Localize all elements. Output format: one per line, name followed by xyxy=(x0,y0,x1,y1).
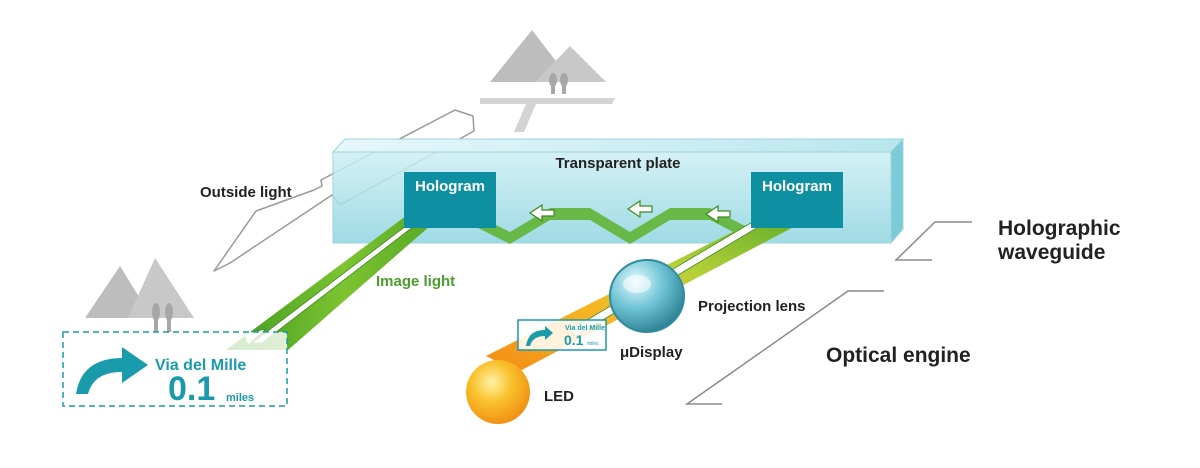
micro-display-street: Via del Mille xyxy=(565,325,605,332)
projection-lens-label: Projection lens xyxy=(698,298,806,315)
navigation-display: Via del Mille 0.1 miles xyxy=(62,331,288,408)
arrow-icon xyxy=(528,203,555,223)
micro-display-unit: miles xyxy=(587,341,599,347)
road-icon xyxy=(480,98,615,132)
hologram-right: Hologram xyxy=(751,172,843,228)
mountain-icon xyxy=(128,258,194,318)
image-light-label: Image light xyxy=(376,273,455,290)
led-label: LED xyxy=(544,388,574,405)
holographic-waveguide-label-line2: waveguide xyxy=(997,241,1105,264)
background-scene-left xyxy=(85,258,194,332)
arrow-icon xyxy=(626,199,653,219)
nav-street-name: Via del Mille xyxy=(155,357,246,374)
micro-display-distance: 0.1 xyxy=(564,332,584,348)
optical-engine-bracket xyxy=(684,290,884,405)
transparent-plate-label: Transparent plate xyxy=(555,155,680,172)
nav-distance: 0.1 xyxy=(168,370,215,408)
nav-distance-unit: miles xyxy=(226,392,254,404)
projection-lens xyxy=(609,259,685,333)
hologram-right-label: Hologram xyxy=(762,178,832,195)
background-scene-top xyxy=(480,30,615,132)
turn-arrow-icon xyxy=(76,347,148,394)
holographic-waveguide-label-line1: Holographic xyxy=(998,217,1121,240)
led xyxy=(466,360,530,424)
turn-arrow-icon xyxy=(526,326,553,346)
hologram-left-label: Hologram xyxy=(415,178,485,195)
optical-engine-label: Optical engine xyxy=(826,344,971,367)
arrow-icon xyxy=(704,204,731,224)
micro-display: Via del Mille 0.1 miles xyxy=(517,319,607,351)
led-icon xyxy=(466,360,530,424)
tree-icon xyxy=(152,303,173,332)
outside-light-label: Outside light xyxy=(200,184,292,201)
holographic-waveguide-bracket xyxy=(894,221,972,261)
micro-display-label: μDisplay xyxy=(620,344,683,361)
hologram-left: Hologram xyxy=(404,172,496,228)
tree-icon xyxy=(549,73,568,94)
lens-icon xyxy=(609,259,685,333)
mountain-icon xyxy=(535,46,606,82)
